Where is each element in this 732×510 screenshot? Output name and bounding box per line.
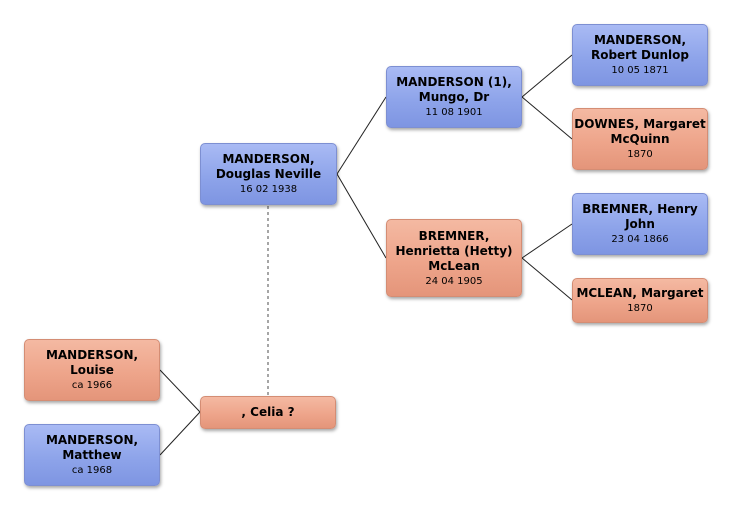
person-louise-manderson[interactable]: MANDERSON, Louise ca 1966 <box>24 339 160 401</box>
person-margaret-downes[interactable]: DOWNES, Margaret McQuinn 1870 <box>572 108 708 170</box>
person-henrietta-bremner[interactable]: BREMNER, Henrietta (Hetty) McLean 24 04 … <box>386 219 522 297</box>
person-name: MANDERSON, Douglas Neville <box>215 152 322 181</box>
person-celia[interactable]: , Celia ? <box>200 396 336 429</box>
person-mungo-manderson[interactable]: MANDERSON (1), Mungo, Dr 11 08 1901 <box>386 66 522 128</box>
person-name: MANDERSON, Matthew <box>45 433 139 462</box>
person-date: 11 08 1901 <box>425 107 483 118</box>
person-name: BREMNER, Henrietta (Hetty) McLean <box>395 228 513 273</box>
person-date: 1870 <box>627 149 653 160</box>
person-name: MANDERSON, Robert Dunlop <box>590 33 690 62</box>
person-name: MCLEAN, Margaret <box>576 286 704 300</box>
person-date: 23 04 1866 <box>611 234 669 245</box>
person-name: BREMNER, Henry John <box>582 202 698 231</box>
person-margaret-mclean[interactable]: MCLEAN, Margaret 1870 <box>572 278 708 323</box>
line-douglas-henrietta <box>336 173 387 259</box>
person-date: 10 05 1871 <box>611 65 669 76</box>
line-douglas-mungo <box>336 96 387 175</box>
person-date: ca 1966 <box>71 380 113 391</box>
line-louise-celia <box>159 369 201 413</box>
person-date: 24 04 1905 <box>425 275 483 287</box>
line-matthew-celia <box>159 411 201 456</box>
person-douglas-manderson[interactable]: MANDERSON, Douglas Neville 16 02 1938 <box>200 143 337 205</box>
person-date: 16 02 1938 <box>239 184 298 195</box>
line-henrietta-mclean <box>521 257 573 301</box>
line-mungo-robert <box>521 54 573 98</box>
line-mungo-downes <box>521 96 573 140</box>
person-name: , Celia ? <box>241 405 295 419</box>
person-name: DOWNES, Margaret McQuinn <box>574 117 706 146</box>
person-date: 1870 <box>627 303 653 314</box>
person-henry-bremner[interactable]: BREMNER, Henry John 23 04 1866 <box>572 193 708 255</box>
line-henrietta-henry <box>521 223 573 259</box>
person-robert-manderson[interactable]: MANDERSON, Robert Dunlop 10 05 1871 <box>572 24 708 86</box>
person-name: MANDERSON (1), Mungo, Dr <box>396 75 512 104</box>
person-matthew-manderson[interactable]: MANDERSON, Matthew ca 1968 <box>24 424 160 486</box>
person-name: MANDERSON, Louise <box>45 348 139 377</box>
person-date: ca 1968 <box>71 465 113 476</box>
